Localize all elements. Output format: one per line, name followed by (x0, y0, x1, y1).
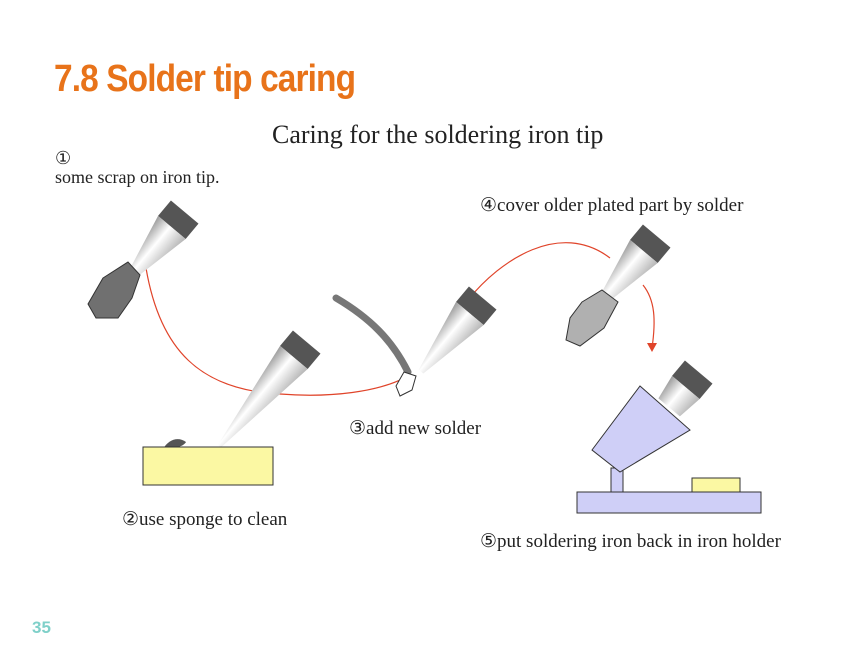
scrap-blob (87, 261, 141, 319)
iron-block (672, 360, 713, 399)
step2-label: ②use sponge to clean (122, 509, 288, 530)
iron-cone (597, 239, 658, 307)
solder-blob (395, 371, 417, 397)
plated-tip (565, 289, 619, 347)
iron-step1 (126, 200, 199, 281)
holder-base (576, 491, 762, 514)
iron-step5 (658, 360, 713, 417)
iron-step4 (597, 224, 671, 307)
sponge (142, 446, 274, 486)
iron-cone (217, 345, 308, 448)
iron-cone (126, 215, 186, 281)
slide-title: 7.8 Solder tip caring (54, 58, 356, 100)
iron-block (456, 286, 497, 325)
holder-cup (591, 385, 691, 473)
iron-cone (418, 301, 484, 374)
path-step1-to-step2 (145, 267, 281, 395)
arrowhead (647, 343, 657, 352)
page-number: 35 (32, 618, 51, 637)
step5-label: ⑤put soldering iron back in iron holder (480, 531, 781, 552)
path-step3-to-step4 (467, 242, 611, 301)
path-step4-to-step5 (642, 284, 655, 349)
iron-block (158, 200, 199, 239)
step1-label: some scrap on iron tip. (55, 167, 220, 187)
holder-sponge (691, 477, 741, 493)
iron-step2 (217, 330, 321, 448)
iron-step3 (418, 286, 497, 374)
iron-cone (658, 375, 700, 417)
step1-number: ① (55, 148, 72, 168)
step3-label: ③add new solder (349, 418, 482, 439)
iron-block (630, 224, 671, 263)
path-step2-to-step3 (279, 375, 409, 396)
iron-block (280, 330, 321, 369)
diagram-title: Caring for the soldering iron tip (272, 120, 604, 149)
step4-label: ④cover older plated part by solder (480, 195, 744, 216)
solder-wire (332, 294, 412, 376)
